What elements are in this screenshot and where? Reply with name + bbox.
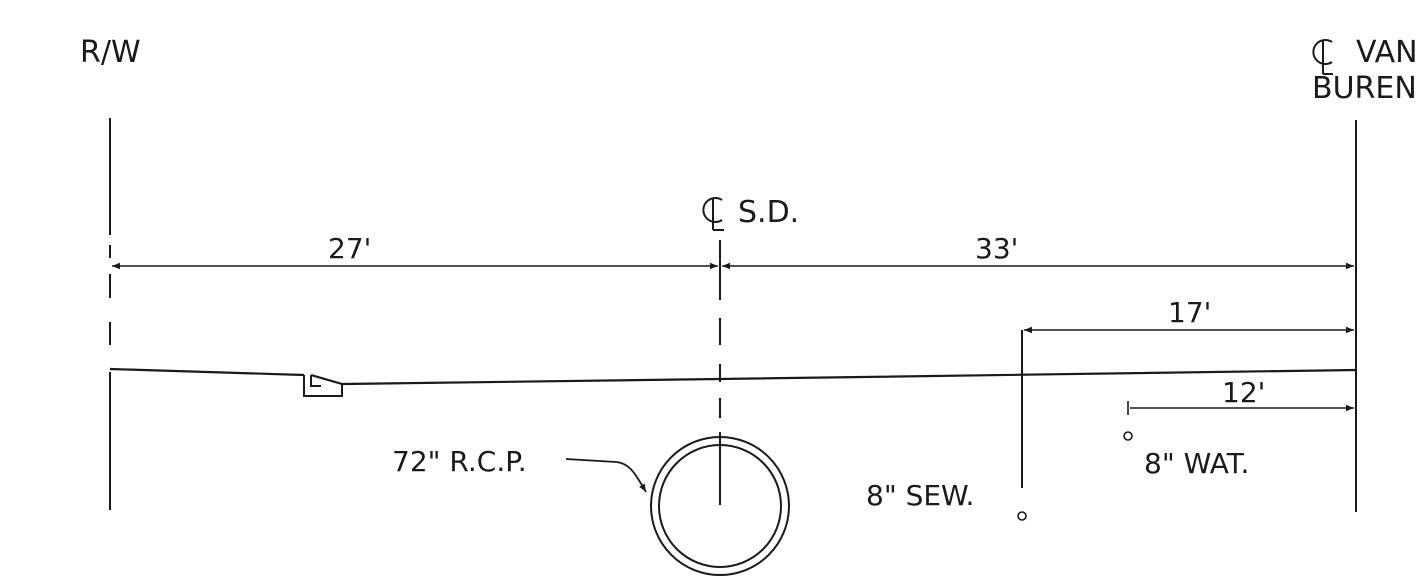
cl-sd-label: S.D. xyxy=(738,195,799,230)
dimension-label-33: 33' xyxy=(975,232,1018,265)
sewer-pipe-icon xyxy=(1017,511,1027,521)
water-label: 8" WAT. xyxy=(1144,447,1249,480)
sewer-label: 8" SEW. xyxy=(866,479,974,512)
rcp-pipe-72 xyxy=(650,436,790,576)
dimension-label-17: 17' xyxy=(1168,296,1211,329)
centerline-symbol-icon xyxy=(1312,39,1333,75)
centerline-symbol-icon xyxy=(702,197,724,231)
curb-gutter xyxy=(303,375,343,397)
cl-buren-label: BUREN xyxy=(1312,71,1416,106)
rw-label: R/W xyxy=(80,35,141,70)
rcp-label: 72" R.C.P. xyxy=(392,445,527,478)
dimension-label-12: 12' xyxy=(1222,376,1265,409)
dimension-label-27: 27' xyxy=(328,232,371,265)
cl-van-label: VAN xyxy=(1356,35,1416,70)
rcp-leader-arrow xyxy=(565,458,647,493)
water-pipe-icon xyxy=(1123,431,1133,441)
centerline-sd-label: S.D. xyxy=(702,195,799,231)
ground-surface-line xyxy=(109,367,1357,386)
centerline-van-buren-label: VAN BUREN xyxy=(1312,35,1416,106)
